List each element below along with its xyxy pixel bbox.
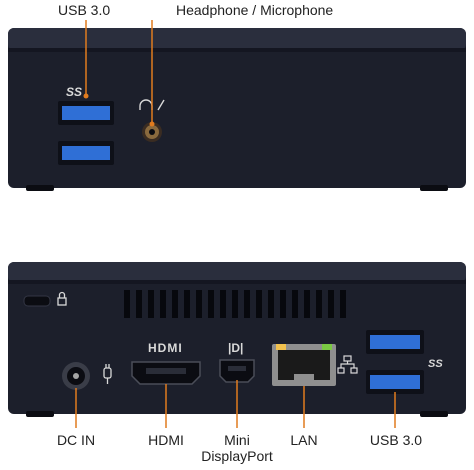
label-dc-in: DC IN [56,432,96,448]
rear-usb-port-top [366,330,424,354]
front-usb-ss-logo: SS [66,85,83,99]
label-mini-dp-line1: Mini [224,432,250,448]
label-mini-displayport: Mini DisplayPort [201,432,273,464]
label-rear-usb: USB 3.0 [369,432,423,448]
front-usb-port-bottom [58,141,114,165]
front-usb-port-top [58,101,114,125]
label-lan: LAN [290,432,318,448]
network-icon [337,355,358,374]
hdmi-logo: HDMI [148,341,183,355]
mini-displayport-port [219,359,255,383]
leader-lines [75,20,396,428]
lan-port [272,344,336,386]
rear-usb-port-bottom [366,370,424,394]
dc-in-jack [62,362,90,390]
label-front-audio: Headphone / Microphone [176,2,334,18]
front-chassis [8,28,466,191]
label-front-usb: USB 3.0 [58,2,111,18]
kensington-lock-slot [23,295,51,307]
lock-icon [57,291,67,306]
vent-grille [124,290,346,318]
mini-dp-logo: |D| [228,341,244,355]
hdmi-port [131,361,201,385]
label-hdmi: HDMI [148,432,184,448]
power-plug-icon [103,364,112,384]
leader-dots [83,93,155,127]
front-audio-jack [142,122,162,142]
rear-chassis [8,262,466,417]
label-mini-dp-line2: DisplayPort [201,448,273,464]
rear-usb-ss-logo: SS [428,358,443,370]
